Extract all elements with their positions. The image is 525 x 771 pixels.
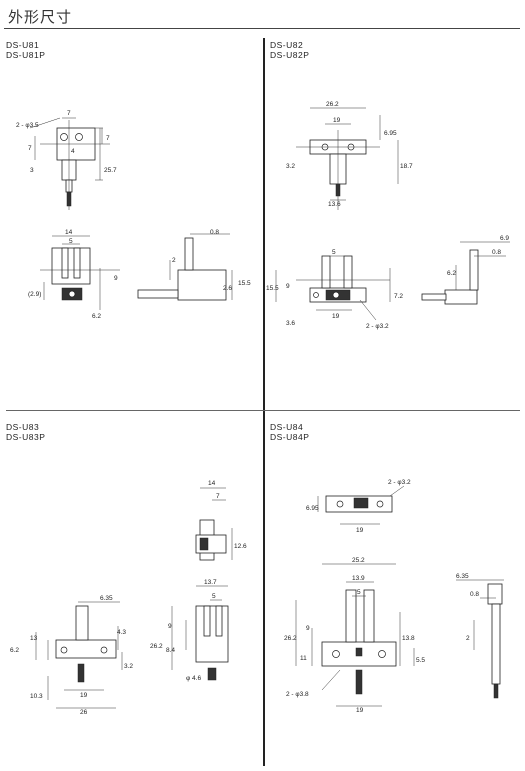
dim-26-2: 26.2 bbox=[150, 643, 163, 650]
vertical-divider bbox=[263, 38, 265, 766]
dim-2: 2 bbox=[172, 257, 176, 264]
dim-3-2: 3.2 bbox=[124, 663, 133, 670]
dim-14: 14 bbox=[208, 480, 216, 487]
dim-hole: 2 - φ3.2 bbox=[366, 323, 389, 330]
dim-19b: 19 bbox=[356, 707, 364, 714]
dim-11: 11 bbox=[300, 655, 307, 662]
dim-0-8: 0.8 bbox=[210, 229, 219, 236]
model-name: DS-U84 bbox=[270, 422, 304, 432]
dim-hole2: 2 - φ3.8 bbox=[286, 691, 309, 698]
title-rule bbox=[4, 28, 520, 29]
drawing-ds-u81-front: 14 5 9 (2.9) 6.2 bbox=[28, 229, 120, 320]
dim-9: 9 bbox=[168, 623, 172, 630]
dim-6-35: 6.35 bbox=[100, 595, 113, 602]
dim-19: 19 bbox=[80, 692, 88, 699]
drawing-ds-u82-side: 6.9 0.8 6.2 bbox=[421, 235, 510, 305]
dim-14: 14 bbox=[65, 229, 73, 236]
dim-6-95: 6.95 bbox=[384, 130, 397, 137]
dim-6-2: 6.2 bbox=[447, 270, 456, 277]
dim-2-6: 2.6 bbox=[223, 285, 232, 292]
dim-5: 5 bbox=[332, 249, 336, 256]
dim-7c: 7 bbox=[28, 145, 32, 152]
dim-2: 2 bbox=[466, 635, 470, 642]
dim-12-6: 12.6 bbox=[234, 543, 247, 550]
dim-9: 9 bbox=[286, 283, 290, 290]
drawing-ds-u83-front: 6.35 13 6.2 4.3 3.2 10.3 19 26 bbox=[10, 595, 133, 716]
dim-0-8: 0.8 bbox=[470, 591, 479, 598]
dim-2-9: (2.9) bbox=[28, 291, 41, 298]
horizontal-divider bbox=[6, 410, 520, 411]
dim-7a: 7 bbox=[67, 110, 71, 117]
dim-3-6: 3.6 bbox=[286, 320, 295, 327]
section-ds-u81: DS-U81 DS-U81P bbox=[6, 40, 45, 60]
dim-13-8: 13.8 bbox=[402, 635, 415, 642]
dim-26-2: 26.2 bbox=[284, 635, 297, 642]
dim-7: 7 bbox=[216, 493, 220, 500]
dim-6-35: 6.35 bbox=[456, 573, 469, 580]
dim-26: 26 bbox=[80, 709, 88, 716]
section-ds-u82: DS-U82 DS-U82P bbox=[270, 40, 309, 60]
model-name-p: DS-U84P bbox=[270, 432, 310, 442]
dim-18-7: 18.7 bbox=[400, 163, 413, 170]
dim-phi4-6: φ 4.6 bbox=[186, 675, 201, 682]
dim-13: 13 bbox=[30, 635, 38, 642]
drawing-ds-u81-top: 2 - φ3.5 7 7 7 4 3 25.7 bbox=[16, 110, 117, 210]
dim-7b: 7 bbox=[106, 135, 110, 142]
dim-9: 9 bbox=[114, 275, 118, 282]
dim-15-5: 15.5 bbox=[238, 280, 251, 287]
dim-3-2: 3.2 bbox=[286, 163, 295, 170]
model-name-p: DS-U83P bbox=[6, 432, 46, 442]
section-ds-u84: DS-U84 DS-U84P bbox=[270, 422, 309, 442]
dim-5: 5 bbox=[357, 589, 361, 596]
dim-5-5: 5.5 bbox=[416, 657, 425, 664]
dim-26-2: 26.2 bbox=[326, 101, 339, 108]
drawing-ds-u82-front: 5 15.5 9 7.2 3.6 19 2 - φ3.2 bbox=[266, 249, 403, 330]
dim-3: 3 bbox=[30, 167, 34, 174]
dim-25-2: 25.2 bbox=[352, 557, 365, 564]
dim-6-2: 6.2 bbox=[92, 313, 101, 320]
model-name: DS-U81 bbox=[6, 40, 40, 50]
section-ds-u83: DS-U83 DS-U83P bbox=[6, 422, 45, 442]
dim-10-3: 10.3 bbox=[30, 693, 43, 700]
dim-19: 19 bbox=[356, 527, 364, 534]
dim-9: 9 bbox=[306, 625, 310, 632]
dim-25-7: 25.7 bbox=[104, 167, 117, 174]
dim-19b: 19 bbox=[332, 313, 340, 320]
model-name-p: DS-U82P bbox=[270, 50, 310, 60]
drawing-ds-u81-side: 0.8 2 2.6 15.5 bbox=[137, 229, 251, 301]
dim-hole: 2 - φ3.2 bbox=[388, 479, 411, 486]
drawing-ds-u84-top: 2 - φ3.2 6.95 19 bbox=[306, 479, 411, 534]
dim-5: 5 bbox=[69, 238, 73, 245]
dim-5: 5 bbox=[212, 593, 216, 600]
dim-15-5: 15.5 bbox=[266, 285, 279, 292]
drawing-ds-u83-top-side: 14 7 12.6 bbox=[195, 480, 247, 561]
dim-6-9: 6.9 bbox=[500, 235, 509, 242]
drawing-ds-u83-side: 13.7 5 9 26.2 8.4 φ 4.6 bbox=[150, 579, 229, 682]
dim-7-2: 7.2 bbox=[394, 293, 403, 300]
model-name: DS-U83 bbox=[6, 422, 40, 432]
dim-hole: 2 - φ3.5 bbox=[16, 122, 39, 129]
dim-6-2: 6.2 bbox=[10, 647, 19, 654]
model-name: DS-U82 bbox=[270, 40, 304, 50]
dim-4-3: 4.3 bbox=[117, 629, 126, 636]
dim-13-9: 13.9 bbox=[352, 575, 365, 582]
drawing-ds-u82-top: 26.2 19 6.95 3.2 18.7 13.6 bbox=[286, 101, 413, 210]
dim-13-6: 13.6 bbox=[328, 201, 341, 208]
model-name-p: DS-U81P bbox=[6, 50, 46, 60]
drawing-ds-u84-side: 6.35 0.8 2 bbox=[456, 573, 504, 699]
dim-8-4: 8.4 bbox=[166, 647, 175, 654]
dim-13-7: 13.7 bbox=[204, 579, 217, 586]
page-title: 外形尺寸 bbox=[8, 8, 73, 26]
dim-4: 4 bbox=[71, 148, 75, 155]
drawing-ds-u84-front: 25.2 13.9 5 9 26.2 11 13.8 5.5 2 - φ3.8 … bbox=[284, 557, 425, 714]
dim-0-8: 0.8 bbox=[492, 249, 501, 256]
dim-6-95: 6.95 bbox=[306, 505, 319, 512]
dim-19: 19 bbox=[333, 117, 341, 124]
